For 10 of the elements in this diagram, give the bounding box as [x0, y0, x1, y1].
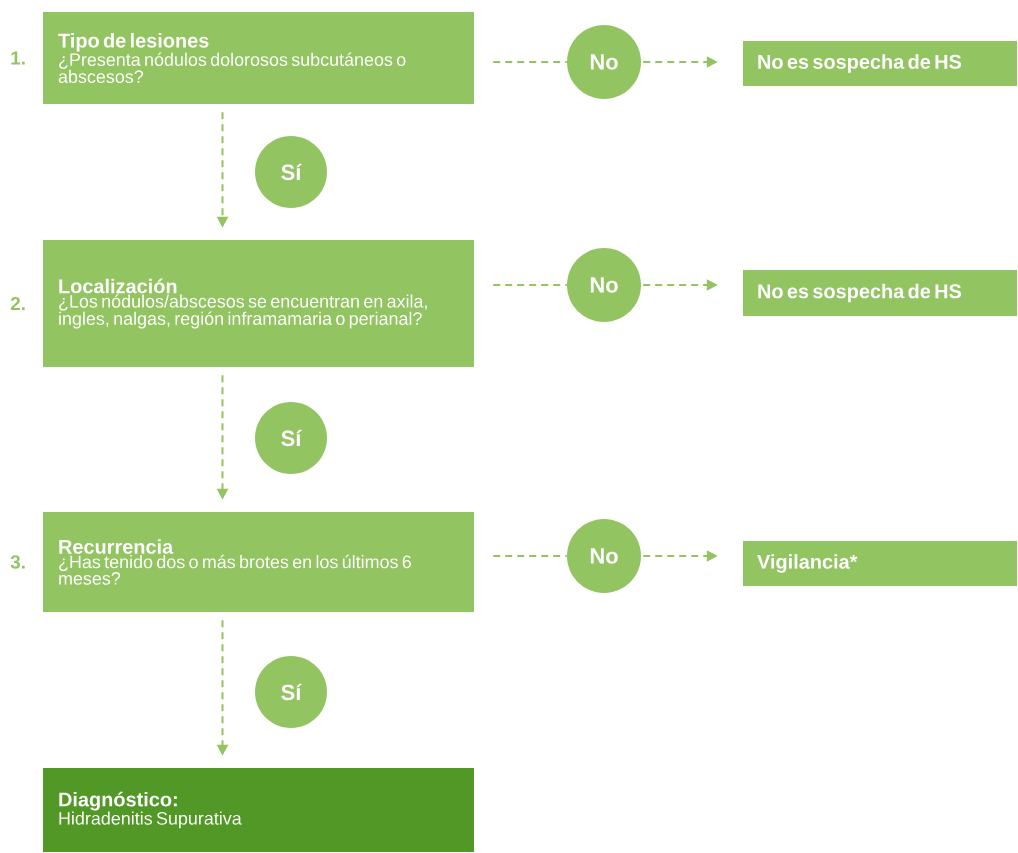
question-box: Recurrencia ¿Has tenido dos o más brotes en los últimos 6 meses? [43, 512, 474, 612]
step-number: 1. [11, 51, 25, 65]
result-box: Vigilancia* [743, 541, 1017, 586]
question-box: Localización ¿Los nódulos/abscesos se encuentran en axila, ingles, nalgas, región inframamaria o perianal? [43, 240, 474, 367]
result-box: No es sospecha de HS [743, 41, 1017, 86]
result-box: No es sospecha de HS [743, 270, 1017, 316]
step-number: 2. [10, 296, 25, 311]
question-box: Tipo de lesiones ¿Presenta nódulos dolorosos subcutáneos o abscesos? [43, 12, 474, 104]
diagnosis-box: Diagnóstico: Hidradenitis Supurativa [43, 768, 474, 852]
step-number: 3. [10, 555, 25, 569]
